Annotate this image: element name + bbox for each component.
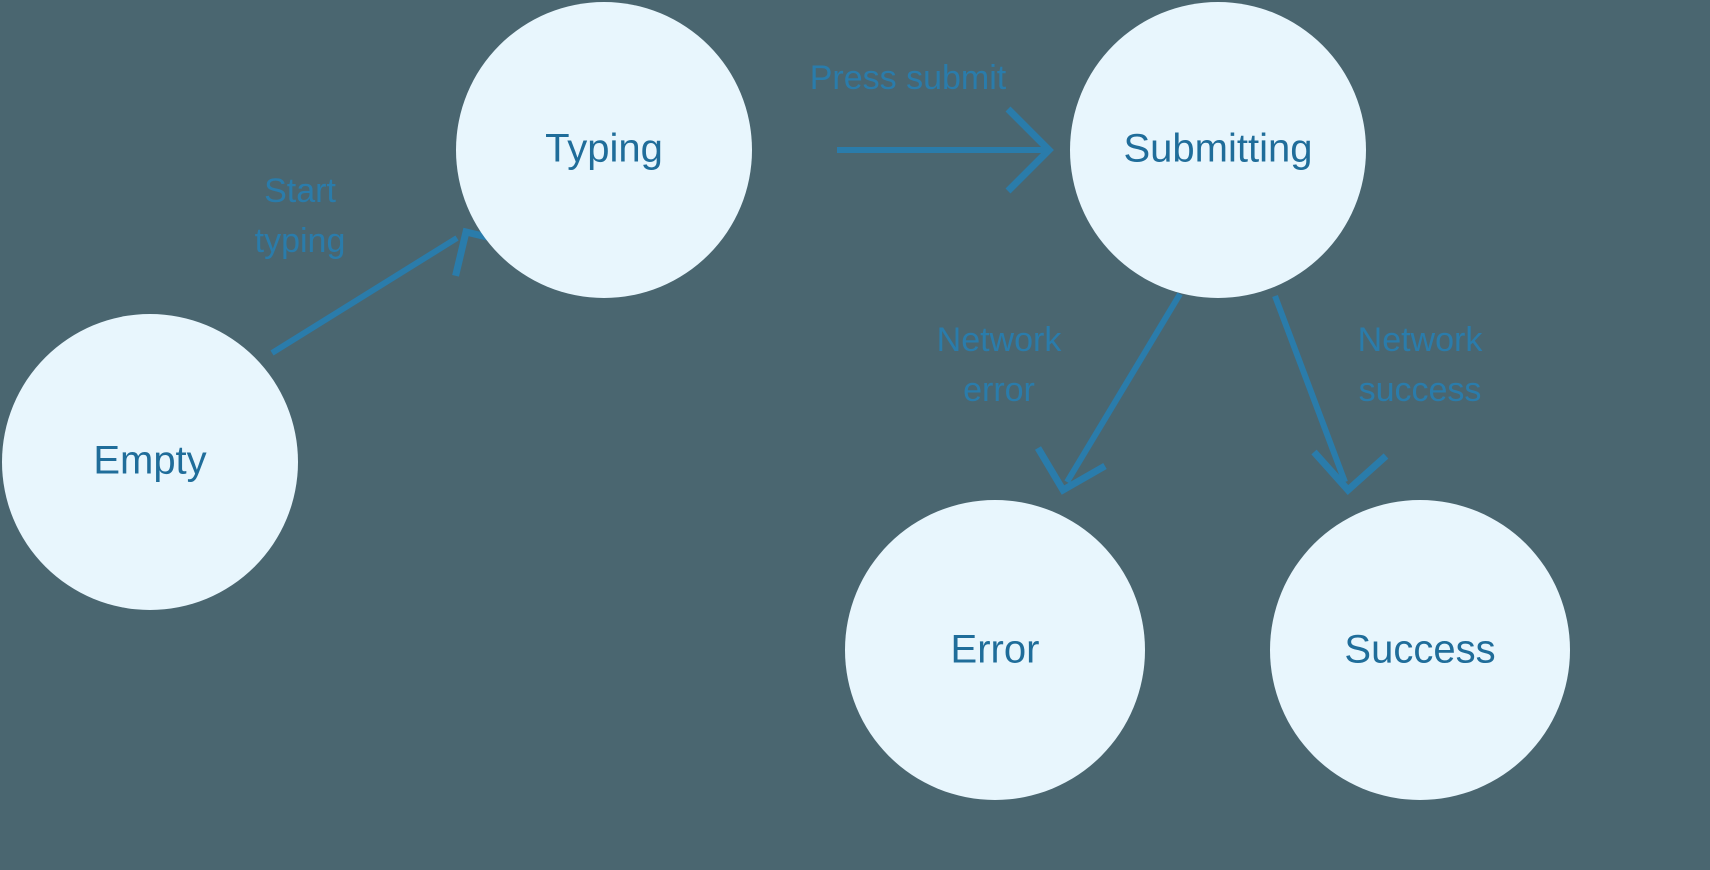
edge-label-submitting-to-error: Network error <box>937 321 1063 409</box>
edge-submitting-to-error <box>1034 292 1183 495</box>
node-success[interactable]: Success <box>1270 500 1570 800</box>
edge-label-empty-to-typing-line1: Start <box>264 172 336 210</box>
node-submitting[interactable]: Submitting <box>1070 2 1366 298</box>
arrowhead-submitting-to-error <box>1034 446 1107 495</box>
edge-label-submitting-to-error-line1: Network <box>937 321 1063 359</box>
edge-label-empty-to-typing-line2: typing <box>255 222 346 260</box>
edge-line-empty-to-typing <box>270 235 459 356</box>
node-typing[interactable]: Typing <box>456 2 752 298</box>
edge-label-empty-to-typing: Start typing <box>255 172 346 260</box>
edge-submitting-to-success <box>1272 294 1389 495</box>
node-error-label: Error <box>951 628 1040 672</box>
node-empty-circle[interactable] <box>2 314 298 610</box>
edge-line-submitting-to-success <box>1272 294 1348 484</box>
edge-label-submitting-to-success: Network success <box>1358 321 1484 409</box>
node-error[interactable]: Error <box>845 500 1145 800</box>
node-empty-label: Empty <box>93 439 206 483</box>
node-success-circle[interactable] <box>1270 500 1570 800</box>
edge-label-submitting-to-success-line1: Network <box>1358 321 1484 359</box>
edge-line-submitting-to-error <box>1064 292 1183 484</box>
node-typing-circle[interactable] <box>456 2 752 298</box>
node-typing-label: Typing <box>545 127 663 171</box>
arrowhead-submitting-to-success <box>1311 449 1389 495</box>
node-empty[interactable]: Empty <box>2 314 298 610</box>
edge-label-submitting-to-success-line2: success <box>1359 371 1482 409</box>
node-submitting-label: Submitting <box>1124 127 1313 171</box>
node-error-circle[interactable] <box>845 500 1145 800</box>
arrowhead-typing-to-submitting <box>1005 106 1054 194</box>
node-submitting-circle[interactable] <box>1070 2 1366 298</box>
node-success-label: Success <box>1344 628 1495 672</box>
edge-label-typing-to-submitting-line1: Press submit <box>810 59 1007 97</box>
edge-label-submitting-to-error-line2: error <box>963 371 1035 409</box>
edge-label-typing-to-submitting: Press submit <box>810 59 1007 97</box>
edge-typing-to-submitting <box>837 106 1054 194</box>
